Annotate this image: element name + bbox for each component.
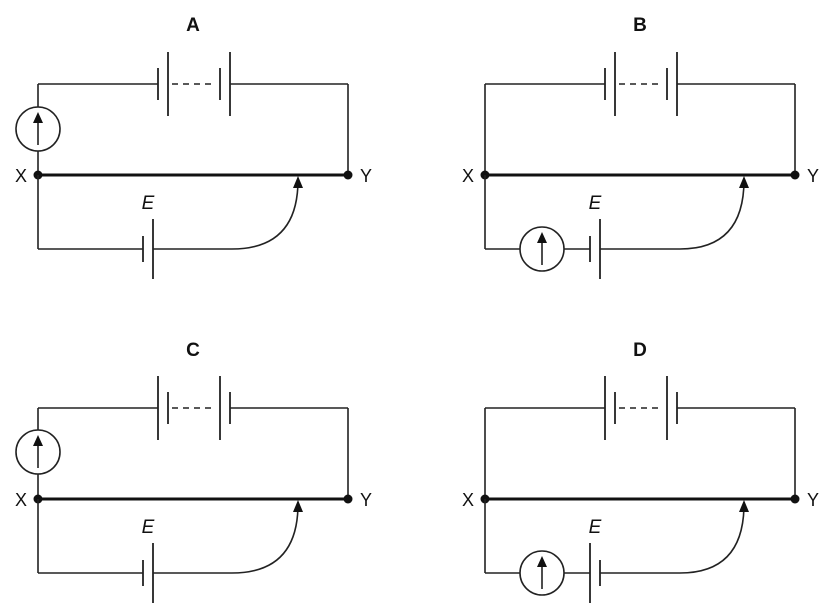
battery-icon bbox=[157, 52, 231, 116]
galvanometer-icon bbox=[519, 226, 565, 272]
emf-label: E bbox=[589, 193, 602, 214]
galvanometer-icon bbox=[519, 550, 565, 596]
terminal-y-label: Y bbox=[360, 166, 372, 186]
cell-icon bbox=[142, 543, 154, 603]
emf-label: E bbox=[589, 517, 602, 538]
terminal-y-label: Y bbox=[807, 490, 819, 510]
jockey-wire bbox=[153, 503, 299, 574]
terminal-y-node bbox=[790, 170, 800, 180]
jockey-arrow-icon bbox=[739, 500, 749, 512]
panel-title: D bbox=[633, 340, 647, 361]
panel-title: C bbox=[186, 340, 200, 361]
circuit-panel-c: C X Y E bbox=[15, 340, 372, 603]
jockey-arrow-icon bbox=[293, 176, 303, 188]
battery-icon bbox=[604, 376, 678, 440]
cell-icon bbox=[589, 219, 601, 279]
galvanometer-icon bbox=[15, 106, 61, 152]
terminal-y-node bbox=[343, 170, 353, 180]
terminal-y-node bbox=[343, 494, 353, 504]
cell-icon bbox=[589, 543, 601, 603]
terminal-x-label: X bbox=[462, 166, 474, 186]
cell-icon bbox=[142, 219, 154, 279]
jockey-wire bbox=[153, 179, 299, 250]
galvanometer-icon bbox=[15, 429, 61, 475]
terminal-x-label: X bbox=[462, 490, 474, 510]
terminal-y-label: Y bbox=[807, 166, 819, 186]
circuit-panel-d: D X Y E bbox=[462, 340, 819, 603]
panel-title: B bbox=[633, 15, 647, 36]
panel-title: A bbox=[186, 15, 200, 36]
jockey-wire bbox=[600, 179, 745, 250]
jockey-wire bbox=[600, 503, 745, 574]
terminal-y-label: Y bbox=[360, 490, 372, 510]
emf-label: E bbox=[142, 193, 155, 214]
terminal-x-label: X bbox=[15, 490, 27, 510]
emf-label: E bbox=[142, 517, 155, 538]
jockey-arrow-icon bbox=[293, 500, 303, 512]
battery-icon bbox=[604, 52, 678, 116]
circuit-panel-a: A X Y bbox=[15, 15, 372, 279]
circuit-panel-b: B X Y E bbox=[462, 15, 819, 279]
terminal-x-label: X bbox=[15, 166, 27, 186]
battery-icon bbox=[157, 376, 231, 440]
terminal-y-node bbox=[790, 494, 800, 504]
jockey-arrow-icon bbox=[739, 176, 749, 188]
